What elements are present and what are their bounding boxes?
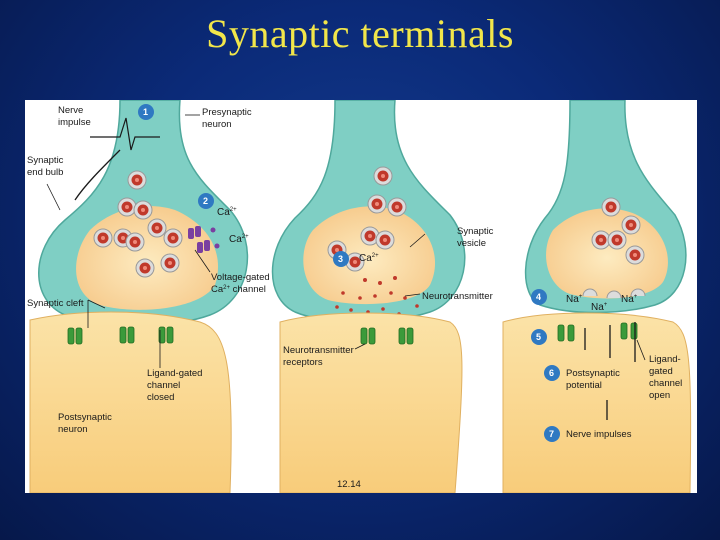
svg-text:channel: channel	[147, 380, 180, 391]
svg-text:Ca2+ channel: Ca2+ channel	[211, 284, 266, 295]
svg-text:neuron: neuron	[202, 119, 232, 130]
svg-text:Synaptic: Synaptic	[457, 226, 494, 237]
svg-text:Neurotransmitter: Neurotransmitter	[422, 291, 493, 302]
postsynaptic-neuron-2	[279, 312, 463, 493]
svg-text:1: 1	[143, 107, 148, 117]
svg-text:2: 2	[203, 196, 208, 206]
svg-text:neuron: neuron	[58, 424, 88, 435]
labels: Nerve impulse Presynaptic neuron Synapti…	[27, 105, 682, 490]
voltage-gated-ca-channels	[188, 226, 220, 253]
svg-text:Ca2+: Ca2+	[217, 207, 237, 218]
svg-text:Postsynaptic: Postsynaptic	[58, 412, 112, 423]
svg-text:4: 4	[536, 292, 541, 302]
svg-text:Presynaptic: Presynaptic	[202, 107, 252, 118]
svg-text:6: 6	[549, 368, 554, 378]
step-badges: 1 2 3 4 5 6 7	[138, 104, 560, 442]
step-4-badge: 4	[531, 289, 547, 305]
slide-title: Synaptic terminals	[206, 11, 514, 56]
svg-text:Nerve impulses: Nerve impulses	[566, 429, 632, 440]
svg-text:Na+: Na+	[591, 302, 608, 313]
svg-text:Neurotransmitter: Neurotransmitter	[283, 345, 354, 356]
svg-text:vesicle: vesicle	[457, 238, 486, 249]
svg-text:Synaptic: Synaptic	[27, 155, 64, 166]
synapse-figure: 1 2 3 4 5 6 7 Nerve impulse Presynaptic …	[25, 100, 697, 493]
svg-text:3: 3	[338, 254, 343, 264]
svg-text:7: 7	[549, 429, 554, 439]
svg-text:potential: potential	[566, 380, 602, 391]
svg-text:Synaptic cleft: Synaptic cleft	[27, 298, 84, 309]
synapse-diagram: 1 2 3 4 5 6 7 Nerve impulse Presynaptic …	[27, 100, 692, 493]
nerve-impulse-wave	[90, 117, 160, 151]
step-2-badge: 2	[198, 193, 214, 209]
svg-text:channel: channel	[649, 378, 682, 389]
step-7-badge: 7	[544, 426, 560, 442]
svg-text:Na+: Na+	[566, 294, 583, 305]
fusing-vesicles	[582, 288, 646, 299]
svg-text:impulse: impulse	[58, 117, 91, 128]
svg-text:open: open	[649, 390, 670, 401]
svg-text:Nerve: Nerve	[58, 105, 83, 116]
svg-text:12.14: 12.14	[337, 479, 361, 490]
svg-text:Ca2+: Ca2+	[229, 234, 249, 245]
postsynaptic-neuron-3	[502, 312, 692, 493]
step-3-badge: 3	[333, 251, 349, 267]
svg-text:Voltage-gated: Voltage-gated	[211, 272, 270, 283]
arrows	[74, 149, 636, 420]
svg-text:Ligand-: Ligand-	[649, 354, 681, 365]
terminal-2	[271, 100, 466, 323]
svg-text:receptors: receptors	[283, 357, 323, 368]
svg-text:Ca2+: Ca2+	[359, 253, 379, 264]
svg-text:Ligand-gated: Ligand-gated	[147, 368, 202, 379]
postsynaptic-neuron-1	[29, 311, 232, 493]
svg-text:5: 5	[536, 332, 541, 342]
svg-text:end bulb: end bulb	[27, 167, 63, 178]
leader-lines	[46, 114, 646, 368]
svg-text:Na+: Na+	[621, 294, 638, 305]
svg-text:closed: closed	[147, 392, 174, 403]
step-6-badge: 6	[544, 365, 560, 381]
step-1-badge: 1	[138, 104, 154, 120]
svg-text:gated: gated	[649, 366, 673, 377]
step-5-badge: 5	[531, 329, 547, 345]
svg-text:Postsynaptic: Postsynaptic	[566, 368, 620, 379]
